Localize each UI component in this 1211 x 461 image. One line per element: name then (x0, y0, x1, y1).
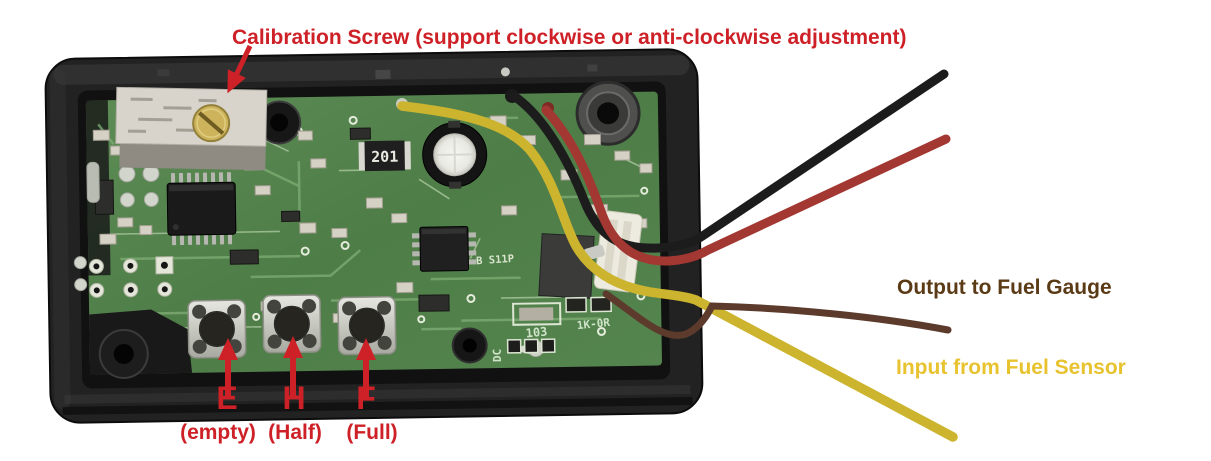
button-caption-empty: (empty) (180, 421, 256, 444)
input-wire-label: Input from Fuel Sensor (896, 356, 1126, 379)
enclosure-case: 201 (44, 48, 704, 424)
electrolytic-capacitor (422, 120, 488, 189)
tactile-button-half (262, 294, 322, 354)
mounting-post-top-left (257, 100, 302, 145)
wire-red (541, 105, 951, 266)
tactile-button-full (337, 296, 397, 356)
main-ic-chip (166, 172, 237, 246)
button-caption-half: (Half) (268, 421, 322, 444)
pot-texture (127, 97, 217, 133)
soic8-chip (411, 226, 477, 272)
mounting-post-bottom-left (89, 309, 193, 379)
calibration-label: Calibration Screw (support clockwise or … (232, 26, 907, 49)
smd-components-dark (94, 127, 450, 312)
silkscreen-cap-code: 103 (525, 324, 548, 340)
button-letter-full: F (356, 380, 376, 416)
solder-joints (73, 161, 160, 292)
output-wire-label: Output to Fuel Gauge (897, 276, 1112, 299)
silkscreen-dc-label: DC (491, 349, 504, 362)
button-caption-full: (Full) (346, 421, 398, 444)
button-letter-half: H (282, 380, 306, 416)
calibration-potentiometer (115, 86, 268, 171)
wire-brown-fuel-gauge-output (602, 290, 952, 339)
wire-yellow-fuel-sensor-input (397, 101, 958, 442)
button-letter-empty: E (216, 380, 238, 416)
tactile-button-empty (187, 299, 247, 359)
resistor-201: 201 (358, 140, 411, 172)
silkscreen-ref-label: B S11P (476, 253, 515, 268)
case-top-bevel (53, 55, 690, 85)
wire-black (509, 69, 949, 253)
resistor-201-code: 201 (371, 148, 398, 166)
screw-slot (198, 111, 225, 135)
silkscreen-outlines (506, 296, 612, 354)
through-hole-pads (88, 256, 174, 298)
screw-bottom-middle (451, 327, 488, 364)
calibration-arrow (227, 44, 253, 94)
mounting-post-top-right (575, 80, 641, 146)
silkscreen-divider-label: 1K-0R (576, 316, 611, 332)
